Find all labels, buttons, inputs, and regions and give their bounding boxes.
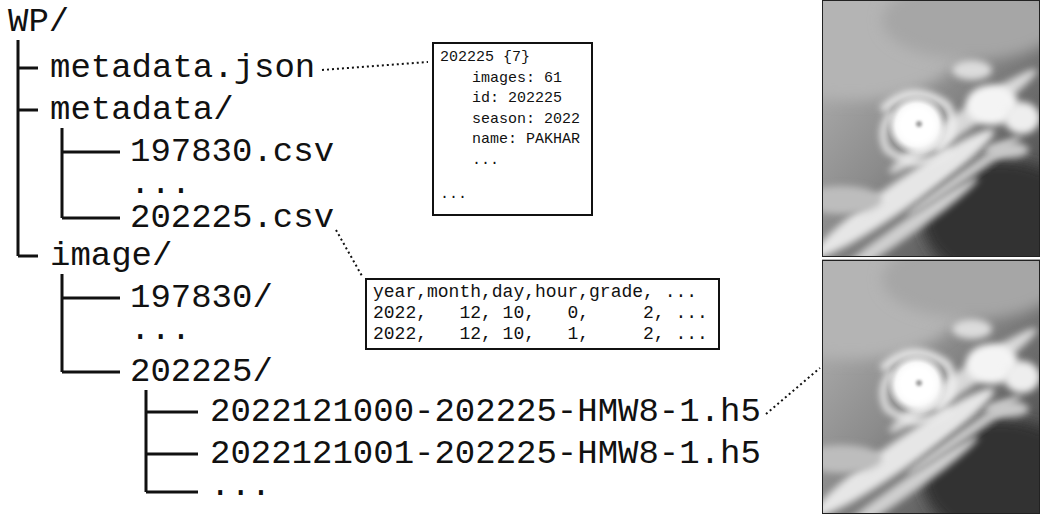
file-content-line: 2022, 12, 10, 1, 2, ... (373, 324, 712, 345)
tree-entry: 2022121000-202225-HMW8-1.h5 (210, 392, 761, 432)
file-content-line: 2022, 12, 10, 0, 2, ... (373, 303, 712, 324)
file-content-line: ... (440, 151, 585, 172)
satellite-image-bottom (732, 219, 1040, 514)
tree-entry: 202225.csv (130, 198, 334, 238)
file-content-line: year,month,day,hour,grade, ... (373, 282, 712, 303)
tree-entry: metadata/ (50, 90, 234, 130)
file-content-line: id: 202225 (440, 89, 585, 110)
tree-entry: WP/ (8, 2, 69, 42)
file-content-line: images: 61 (440, 69, 585, 90)
tree-entry: metadata.json (50, 48, 315, 88)
tree-entry: ... (130, 310, 191, 350)
tree-entry: 2022121001-202225-HMW8-1.h5 (210, 434, 761, 474)
file-content-line: 202225 {7} (440, 48, 585, 69)
satellite-image-top (732, 0, 1040, 288)
file-content-line: name: PAKHAR (440, 130, 585, 151)
callout-box: 202225 {7}images: 61id: 202225season: 20… (432, 42, 593, 216)
callout-box: year,month,day,hour,grade, ...2022, 12, … (365, 278, 720, 350)
tree-entry: 202225/ (130, 352, 273, 392)
tree-entry: ... (210, 466, 271, 506)
tree-entry: ... (130, 164, 191, 204)
file-content-line: ... (440, 185, 585, 206)
file-content-line: season: 2022 (440, 110, 585, 131)
tree-entry: image/ (50, 236, 172, 276)
leader-lines (322, 62, 820, 414)
